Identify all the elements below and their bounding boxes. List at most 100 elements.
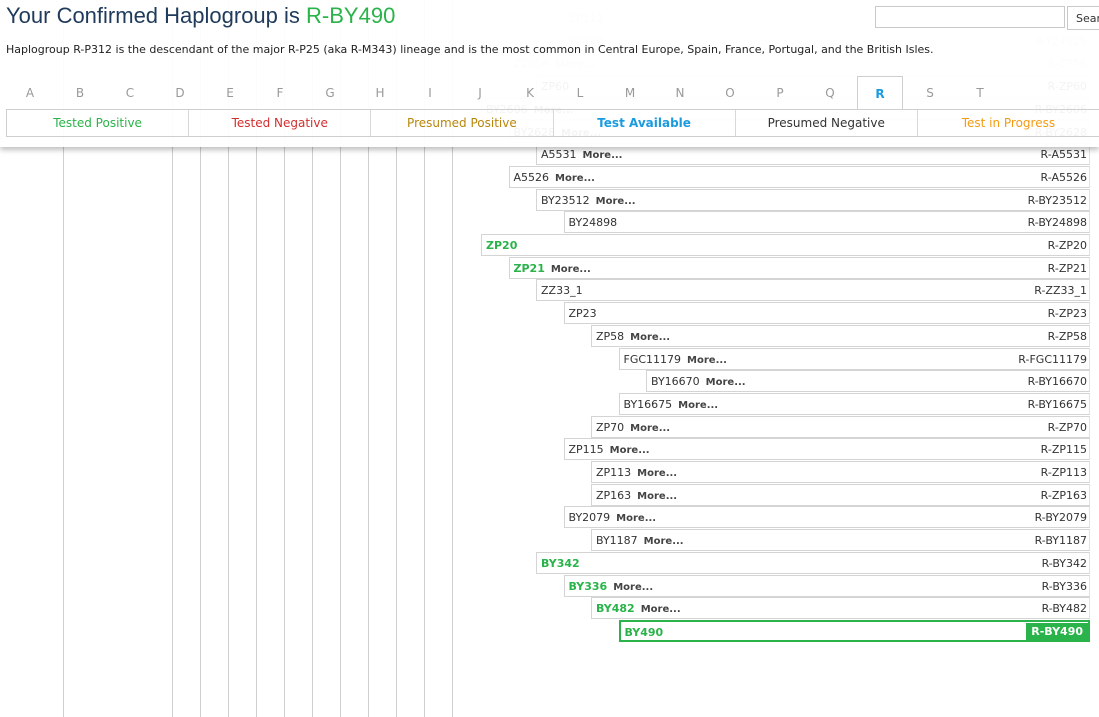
search-input[interactable]: [875, 6, 1065, 28]
letter-tab-s[interactable]: S: [926, 86, 934, 100]
letter-tab-r[interactable]: R: [857, 76, 903, 110]
snp-label: BY342: [541, 556, 580, 570]
haplogroup-label: R-BY16675: [1027, 397, 1087, 411]
tree-guide-line: [256, 0, 257, 717]
haplogroup-label: R-ZP21: [1047, 261, 1087, 275]
title-prefix: Your Confirmed Haplogroup is: [6, 3, 307, 28]
tree-guide-line: [312, 0, 313, 717]
haplogroup-label: R-ZP20: [1047, 239, 1087, 252]
haplogroup-description: Haplogroup R-P312 is the descendant of t…: [6, 43, 934, 56]
letter-tab-j[interactable]: J: [478, 86, 482, 100]
letter-tab-o[interactable]: O: [725, 86, 735, 100]
snp-label: ZP20: [486, 239, 518, 252]
tree-guide-line: [340, 0, 341, 717]
page-header: Your Confirmed Haplogroup is R-BY490 Hap…: [0, 0, 1099, 147]
letter-tab-k[interactable]: K: [526, 86, 534, 100]
more-link[interactable]: More...: [643, 536, 684, 548]
more-link[interactable]: More...: [687, 354, 727, 366]
more-link[interactable]: More...: [678, 399, 719, 411]
legend-tested-negative: Tested Negative: [188, 110, 370, 136]
more-link[interactable]: More...: [616, 513, 657, 525]
letter-tab-q[interactable]: Q: [825, 86, 835, 100]
haplogroup-label: R-BY24898: [1027, 216, 1087, 230]
tree-node-by16670[interactable]: BY16670 More... R-BY16670: [646, 370, 1090, 394]
letter-tab-a[interactable]: A: [25, 86, 35, 100]
more-link[interactable]: More...: [609, 445, 650, 457]
tree-node-name: ZP70 More...: [596, 417, 670, 440]
letter-tab-g[interactable]: G: [325, 86, 335, 100]
tree-guide-line: [424, 0, 425, 717]
tree-guide-line: [396, 0, 397, 717]
more-link[interactable]: More...: [637, 490, 678, 502]
letter-tab-d[interactable]: D: [175, 86, 185, 100]
letter-tab-f[interactable]: F: [276, 86, 284, 100]
tree-node-zp70[interactable]: ZP70 More... R-ZP70: [591, 415, 1090, 440]
search-button[interactable]: Sear: [1067, 6, 1099, 30]
haplogroup-label: R-BY16670: [1027, 375, 1087, 389]
more-link[interactable]: More...: [705, 377, 746, 389]
snp-label: ZP70: [596, 420, 625, 434]
letter-tab-h[interactable]: H: [375, 86, 385, 100]
tree-node-by24898[interactable]: BY24898 R-BY24898: [563, 211, 1090, 234]
more-link[interactable]: More...: [630, 331, 671, 343]
tree-node-name: BY482 More...: [596, 598, 681, 621]
more-link[interactable]: More...: [582, 150, 623, 162]
tree-guide-line: [228, 0, 229, 717]
letter-tab-e[interactable]: E: [226, 86, 234, 100]
more-link[interactable]: More...: [555, 172, 595, 184]
more-link[interactable]: More...: [550, 263, 591, 275]
snp-label: ZP21: [513, 261, 545, 275]
more-link[interactable]: More...: [637, 468, 678, 479]
snp-label: BY482: [596, 602, 635, 616]
letter-tab-n[interactable]: N: [675, 86, 685, 100]
haplogroup-label: R-ZP115: [1040, 443, 1087, 457]
tree-node-zp21[interactable]: ZP21 More... R-ZP21: [508, 256, 1090, 279]
letter-tab-p[interactable]: P: [776, 86, 784, 100]
haplogroup-label: R-ZP23: [1047, 307, 1087, 321]
letter-tab-t[interactable]: T: [976, 86, 984, 100]
tree-node-name: BY342: [541, 553, 580, 575]
tree-node-zp20[interactable]: ZP20 R-ZP20: [481, 234, 1090, 256]
letter-tab-i[interactable]: I: [428, 86, 432, 100]
letter-tab-c[interactable]: C: [125, 86, 135, 100]
snp-label: ZZ33_1: [541, 284, 583, 298]
tree-node-name: BY24898: [569, 212, 618, 234]
snp-label: A5531: [541, 148, 577, 162]
legend-tested-positive: Tested Positive: [6, 110, 188, 136]
letter-tab-l[interactable]: L: [576, 86, 584, 100]
more-link[interactable]: More...: [640, 604, 681, 616]
snp-label: BY16670: [651, 375, 700, 389]
letter-tab-m[interactable]: M: [624, 86, 636, 100]
haplogroup-label: R-BY23512: [1027, 193, 1087, 207]
more-link[interactable]: More...: [630, 422, 671, 434]
tree-node-name: BY16670 More...: [651, 371, 746, 394]
more-link[interactable]: More...: [613, 581, 654, 593]
letter-tab-b[interactable]: B: [75, 86, 85, 100]
haplogroup-label: R-FGC11179: [1018, 352, 1087, 366]
more-link[interactable]: More...: [595, 195, 636, 207]
haplogroup-label: R-ZP70: [1047, 420, 1087, 434]
